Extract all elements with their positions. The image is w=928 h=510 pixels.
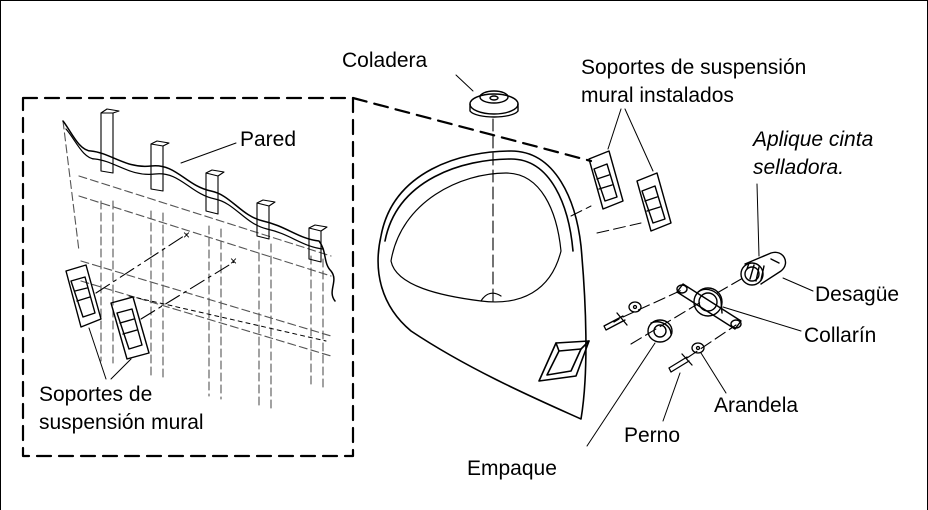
label-aplique-1: Aplique cinta <box>753 128 874 151</box>
label-collarin: Collarín <box>804 324 877 347</box>
label-arandela: Arandela <box>714 394 799 417</box>
label-coladera: Coladera <box>342 49 428 72</box>
detail-inset-box <box>21 96 355 458</box>
strainer <box>469 90 519 118</box>
label-desague: Desagüe <box>815 283 900 306</box>
washer-1 <box>628 301 642 313</box>
label-aplique-2: selladora. <box>753 156 845 179</box>
installed-bracket-1 <box>588 150 624 210</box>
svg-text:×: × <box>230 254 237 268</box>
wall-hanger-bracket-2 <box>110 296 150 360</box>
detail-callout-line <box>351 96 593 163</box>
label-soportes-mural-1: Soportes de <box>39 383 153 406</box>
label-soportes-instalados-1: Soportes de suspensión <box>581 56 807 79</box>
washer-2 <box>691 342 705 354</box>
urinal <box>377 150 590 420</box>
wall-edge <box>62 120 336 302</box>
wall-framing <box>62 108 332 410</box>
svg-text:×: × <box>183 228 190 242</box>
bolt-2 <box>668 353 693 373</box>
installed-bracket-2 <box>636 172 672 232</box>
label-pared: Pared <box>240 128 297 151</box>
drain-pipe <box>740 251 787 286</box>
label-empaque: Empaque <box>467 457 557 480</box>
label-soportes-mural-2: suspensión mural <box>39 411 204 434</box>
wall-hanger-bracket-1 <box>65 264 102 328</box>
label-perno: Perno <box>624 424 681 447</box>
spud-flange <box>676 283 742 330</box>
label-soportes-instalados-2: mural instalados <box>581 84 734 107</box>
bolt-1 <box>603 312 628 331</box>
